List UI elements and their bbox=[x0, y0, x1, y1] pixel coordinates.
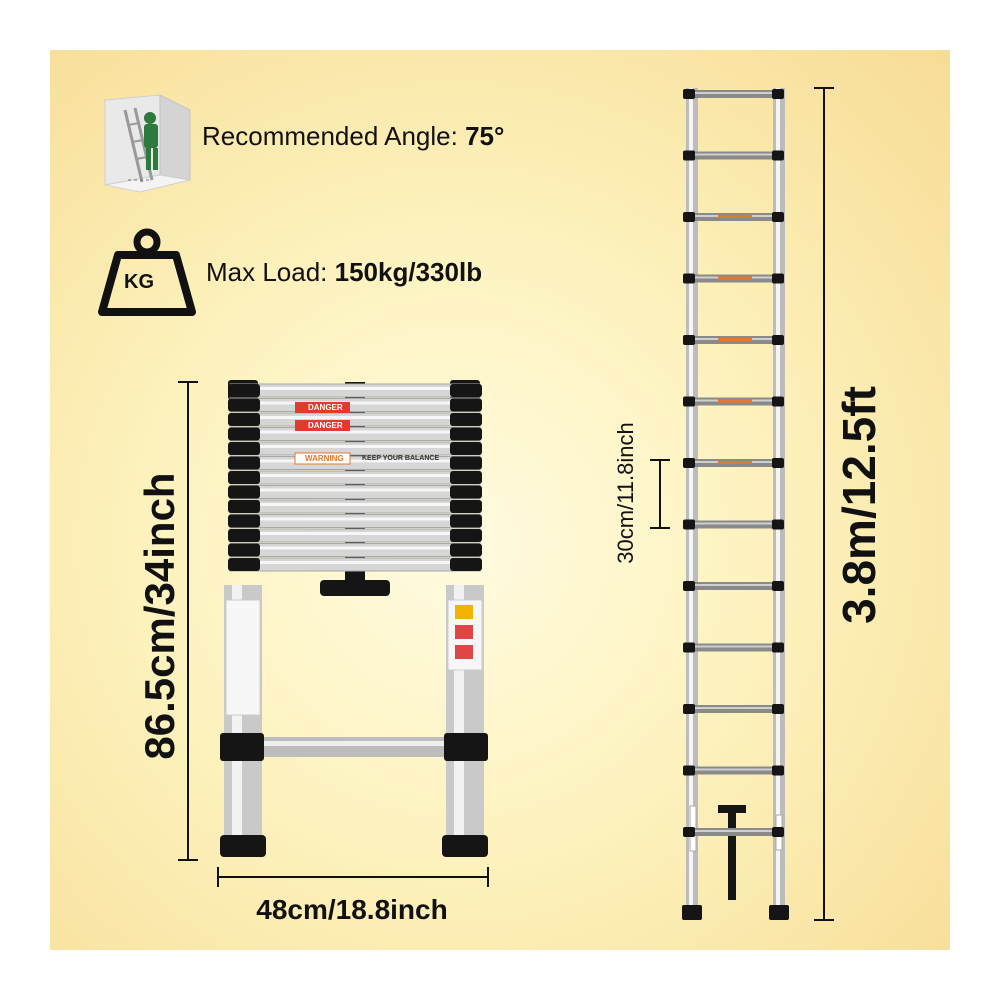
danger-label-2: DANGER bbox=[308, 421, 343, 430]
max-load: Max Load: 150kg/330lb bbox=[206, 257, 482, 288]
closed-rung bbox=[228, 470, 482, 485]
closed-rung bbox=[228, 528, 482, 543]
closed-height-label: 86.5cm/34inch bbox=[136, 472, 183, 760]
closed-rung bbox=[228, 398, 482, 412]
closed-rung bbox=[228, 427, 482, 441]
wall-ladder-icon bbox=[104, 94, 191, 193]
closed-rung bbox=[228, 543, 482, 557]
product-panel bbox=[50, 50, 950, 950]
extended-ladder-rungs bbox=[683, 89, 784, 837]
extended-rung bbox=[683, 335, 784, 345]
extended-rung bbox=[683, 89, 784, 99]
extended-rung bbox=[683, 212, 784, 222]
balance-label: KEEP YOUR BALANCE bbox=[362, 455, 440, 462]
closed-rung bbox=[228, 499, 482, 514]
closed-rung bbox=[228, 383, 482, 398]
danger-sticker bbox=[294, 402, 351, 465]
weight-icon bbox=[98, 228, 196, 316]
closed-rung bbox=[228, 557, 482, 572]
rung-spacing-label: 30cm/11.8inch bbox=[613, 422, 638, 564]
closed-rung bbox=[228, 485, 482, 499]
closed-rung bbox=[228, 441, 482, 456]
extended-rung bbox=[683, 642, 784, 653]
width-label: 48cm/18.8inch bbox=[256, 894, 448, 925]
extended-rung bbox=[683, 827, 784, 837]
extended-rung bbox=[683, 150, 784, 161]
warning-label: WARNING bbox=[305, 454, 344, 463]
dimension-lines bbox=[178, 87, 834, 921]
extended-rung bbox=[683, 273, 784, 284]
extended-rung bbox=[683, 704, 784, 714]
danger-label-1: DANGER bbox=[308, 403, 343, 412]
kg-badge: KG bbox=[124, 271, 154, 293]
closed-rung bbox=[228, 456, 482, 470]
load-label: Max Load: bbox=[206, 257, 328, 287]
extended-rung bbox=[683, 519, 784, 530]
closed-rung bbox=[228, 412, 482, 427]
load-value: 150kg/330lb bbox=[334, 257, 483, 287]
closed-rung bbox=[228, 514, 482, 528]
extended-rung bbox=[683, 396, 784, 407]
extended-rung bbox=[683, 765, 784, 776]
extended-rung bbox=[683, 458, 784, 468]
extended-rung bbox=[683, 581, 784, 591]
recommended-angle: Recommended Angle: 75° bbox=[202, 121, 504, 152]
angle-value: 75° bbox=[465, 121, 505, 151]
angle-label: Recommended Angle: bbox=[202, 121, 458, 151]
extended-height-label: 3.8m/12.5ft bbox=[833, 386, 885, 624]
closed-ladder-rungs bbox=[228, 383, 482, 572]
